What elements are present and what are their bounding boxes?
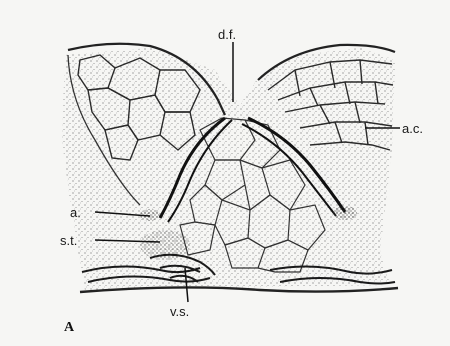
label-st: s.t. — [60, 234, 77, 247]
label-ac: a.c. — [402, 122, 423, 135]
label-vs: v.s. — [170, 305, 189, 318]
label-a: a. — [70, 206, 81, 219]
panel-letter: A — [64, 320, 74, 336]
label-df: d.f. — [218, 28, 236, 41]
